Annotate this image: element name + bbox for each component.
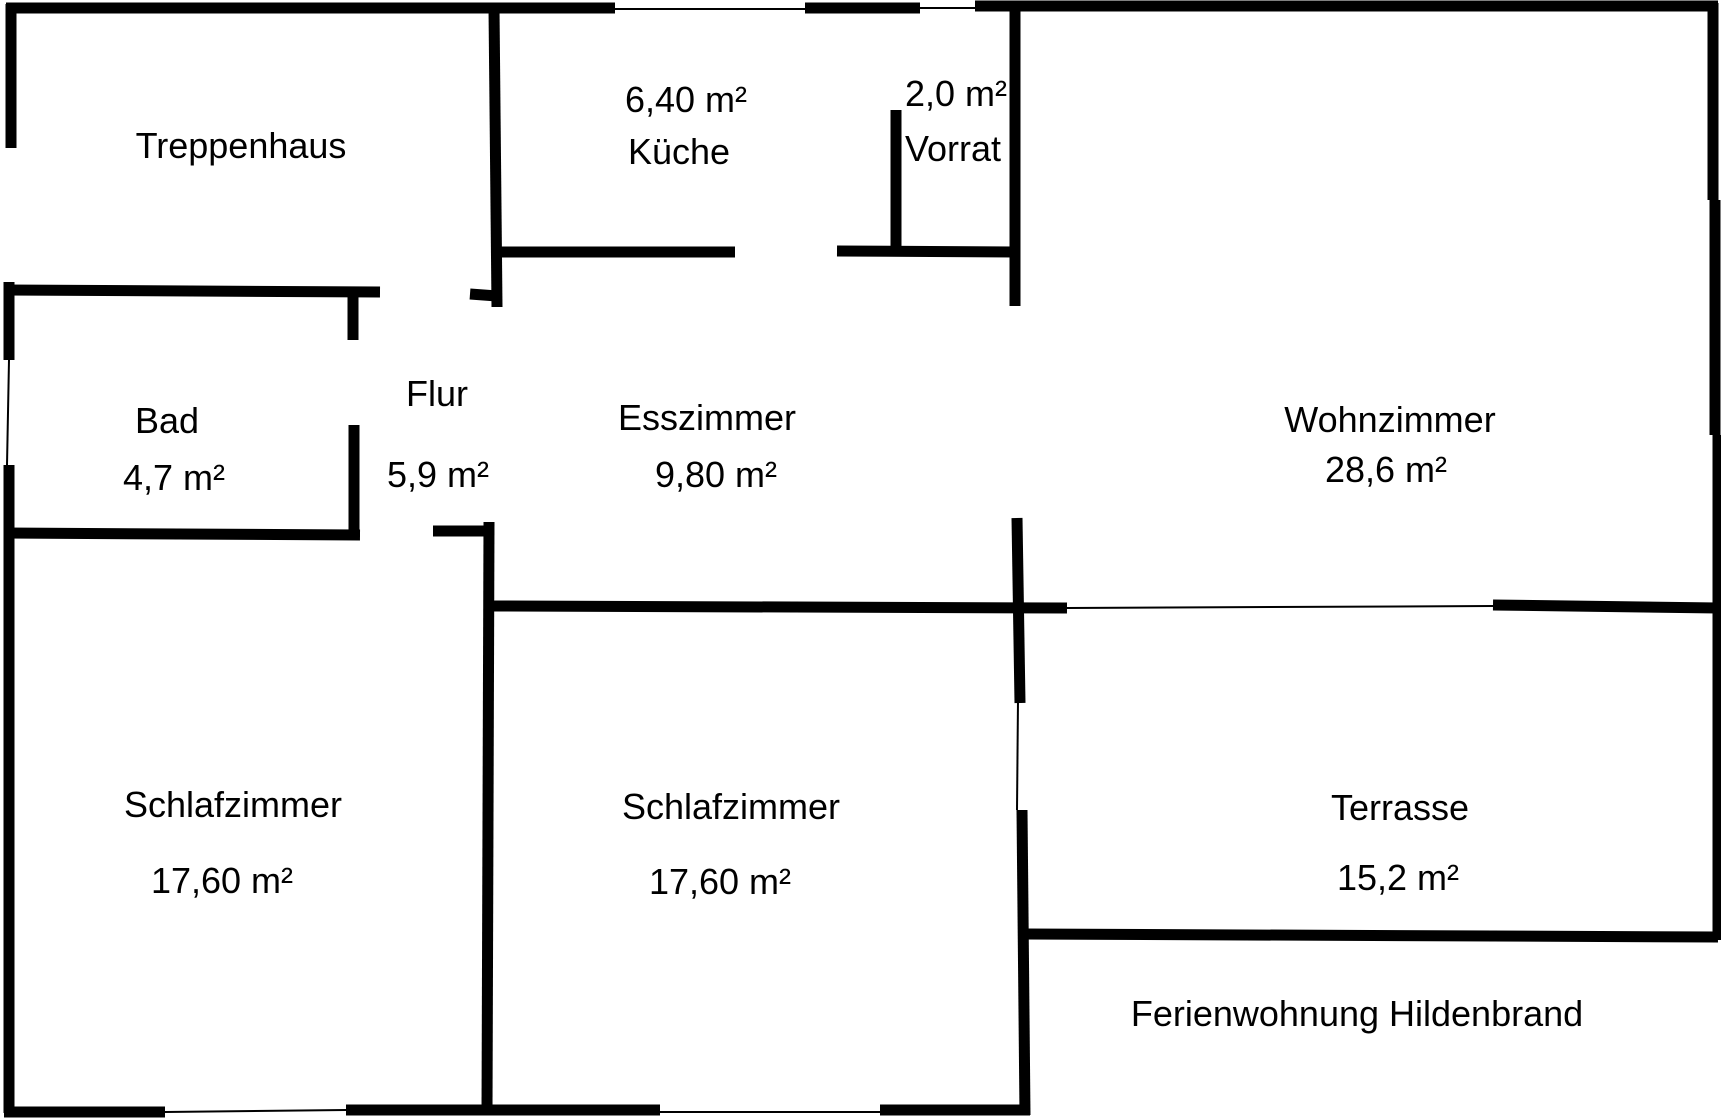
room-name-flur: Flur [406,373,468,414]
room-name-treppenhaus: Treppenhaus [135,125,347,166]
room-name-schlafzimmer-1: Schlafzimmer [123,784,343,825]
plan-title: Ferienwohnung Hildenbrand [1130,993,1584,1034]
room-name-kueche: Küche [627,131,731,172]
room-name-wohnzimmer: Wohnzimmer [1284,399,1496,440]
room-area-esszimmer: 9,80 m² [654,454,778,495]
room-area-vorrat: 2,0 m² [904,73,1008,114]
walls [3,0,1721,1118]
room-name-terrasse: Terrasse [1330,787,1470,828]
room-area-schlafzimmer-1: 17,60 m² [150,860,294,901]
room-name-vorrat: Vorrat [904,128,1002,169]
room-area-schlafzimmer-2: 17,60 m² [648,861,792,902]
room-name-esszimmer: Esszimmer [618,397,796,438]
room-area-bad: 4,7 m² [122,457,226,498]
room-name-schlafzimmer-2: Schlafzimmer [621,786,841,827]
room-area-flur: 5,9 m² [386,454,490,495]
room-area-kueche: 6,40 m² [624,79,748,120]
room-area-wohnzimmer: 28,6 m² [1324,449,1448,490]
room-name-bad: Bad [134,400,200,441]
room-area-terrasse: 15,2 m² [1336,857,1460,898]
